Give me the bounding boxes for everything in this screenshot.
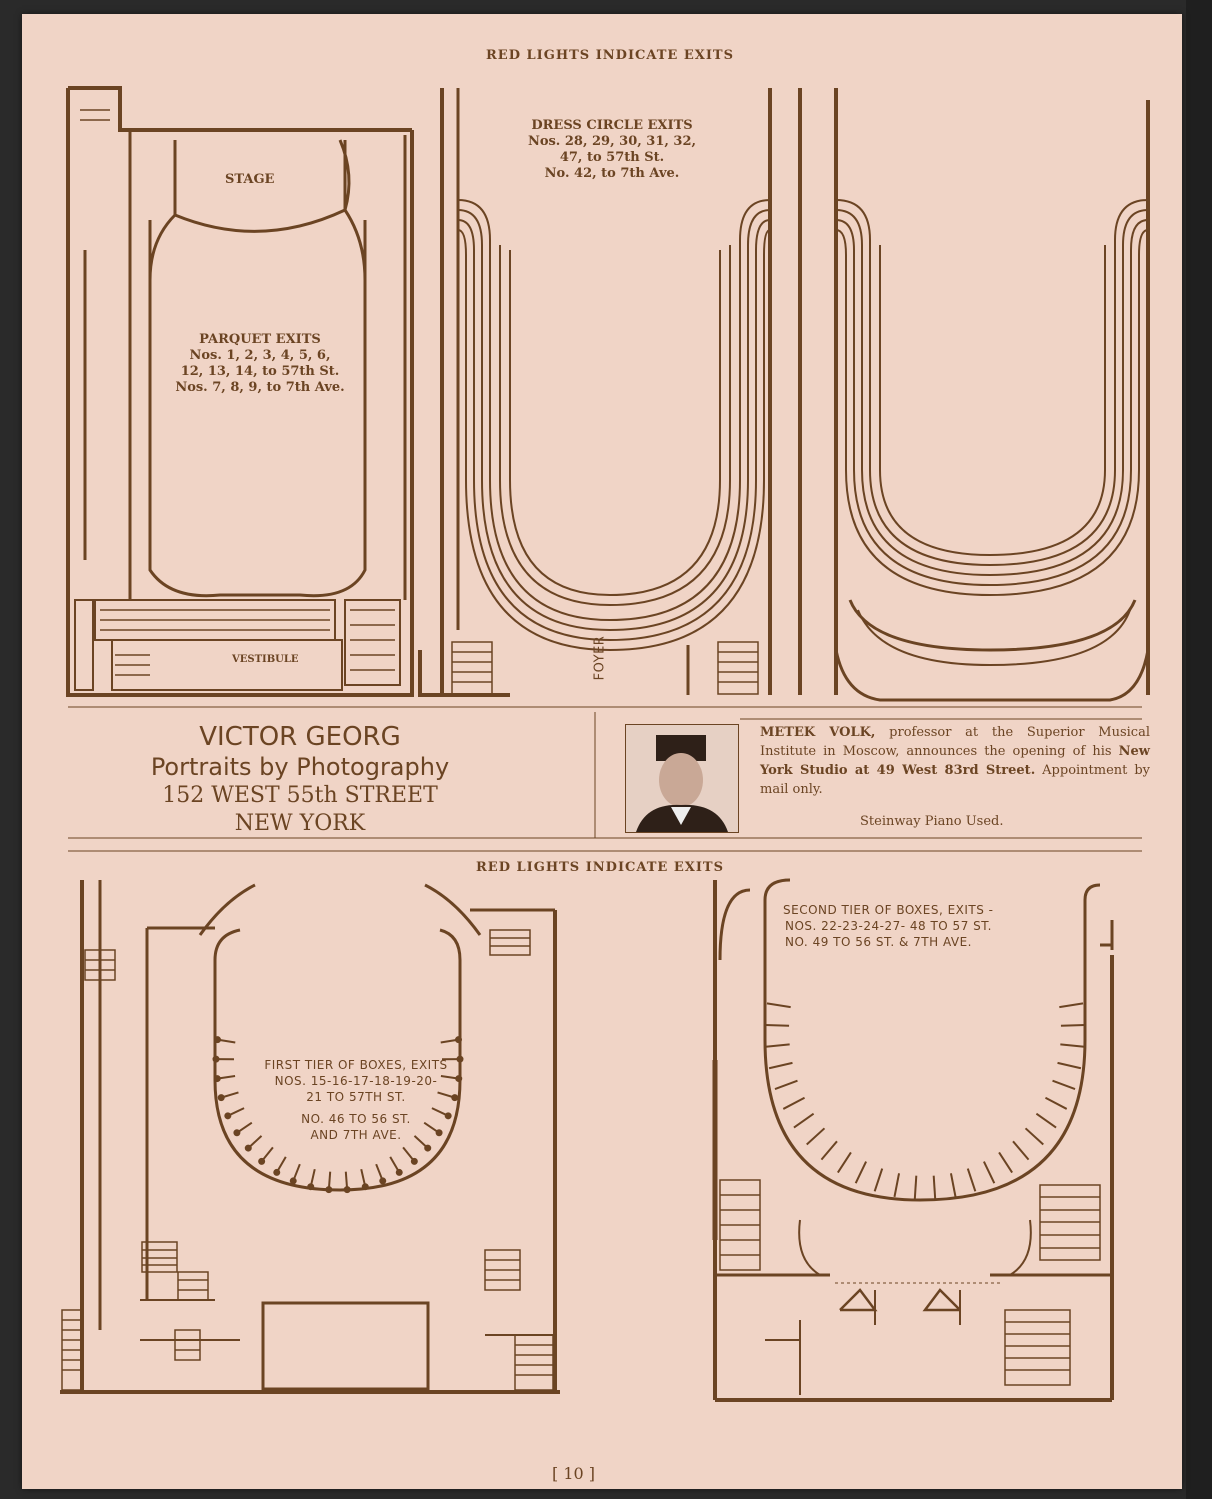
- first-tier-line1: FIRST TIER OF BOXES, EXITS: [264, 1058, 448, 1072]
- top-header: RED LIGHTS INDICATE EXITS: [486, 48, 734, 63]
- dress-circle-line1: Nos. 28, 29, 30, 31, 32,: [527, 134, 697, 149]
- dress-circle-stairs: [451, 641, 759, 695]
- first-tier-stairs: [61, 929, 554, 1391]
- parquet-line3: Nos. 7, 8, 9, to 7th Ave.: [175, 380, 345, 395]
- volk-ad: METEK VOLK, professor at the Superior Mu…: [760, 723, 1150, 799]
- victor-georg-ad: VICTOR GEORG Portraits by Photography 15…: [135, 722, 465, 838]
- first-tier-line5: AND 7TH AVE.: [310, 1128, 402, 1142]
- first-tier-line4: NO. 46 TO 56 ST.: [301, 1112, 411, 1126]
- second-tier-boxes: [765, 1002, 1085, 1200]
- victor-address: 152 WEST 55th STREET: [162, 783, 438, 808]
- portrait-photo: [625, 724, 739, 833]
- parquet-exits-block: PARQUET EXITS Nos. 1, 2, 3, 4, 5, 6, 12,…: [160, 332, 360, 396]
- first-tier-boxes: [212, 1036, 464, 1194]
- dress-circle-line3: No. 42, to 7th Ave.: [544, 166, 680, 181]
- separators: [68, 706, 1142, 852]
- page-number: [ 10 ]: [552, 1464, 596, 1483]
- second-tier-block: SECOND TIER OF BOXES, EXITS - NOS. 22-23…: [783, 902, 1083, 950]
- second-tier-stairs: [719, 1179, 1101, 1395]
- parquet-title: PARQUET EXITS: [199, 332, 321, 347]
- first-tier-line3: 21 TO 57TH ST.: [306, 1090, 406, 1104]
- steinway-note: Steinway Piano Used.: [860, 814, 1004, 829]
- background-strip: [1186, 0, 1212, 1499]
- second-tier-plan: [712, 878, 1114, 1402]
- volk-studio: New York Studio at 49 West 83rd Street.: [760, 744, 1150, 778]
- middle-header: RED LIGHTS INDICATE EXITS: [476, 860, 724, 875]
- dress-circle-rows: [457, 199, 771, 652]
- dress-circle-block: DRESS CIRCLE EXITS Nos. 28, 29, 30, 31, …: [512, 118, 712, 182]
- dress-circle-plan: [418, 88, 772, 697]
- foyer-label: FOYER: [592, 635, 608, 681]
- parquet-plan: [66, 86, 414, 697]
- first-tier-block: FIRST TIER OF BOXES, EXITS NOS. 15-16-17…: [256, 1057, 456, 1143]
- parquet-stairs: [80, 109, 395, 676]
- victor-city: NEW YORK: [234, 811, 366, 836]
- second-tier-line1: SECOND TIER OF BOXES, EXITS -: [783, 903, 994, 917]
- parquet-line2: 12, 13, 14, to 57th St.: [180, 364, 340, 379]
- volk-name: METEK VOLK,: [760, 725, 876, 740]
- program-page: [22, 14, 1182, 1489]
- upper-rows: [835, 199, 1149, 667]
- first-tier-line2: NOS. 15-16-17-18-19-20-: [274, 1074, 438, 1088]
- volk-text2: Appointment by mail only.: [760, 763, 1150, 797]
- second-tier-line2: NOS. 22-23-24-27- 48 TO 57 ST.: [785, 919, 992, 933]
- victor-tagline: Portraits by Photography: [150, 753, 450, 781]
- vestibule-label: VESTIBULE: [232, 654, 299, 665]
- victor-name: VICTOR GEORG: [199, 722, 401, 752]
- dress-circle-title: DRESS CIRCLE EXITS: [531, 118, 693, 133]
- parquet-line1: Nos. 1, 2, 3, 4, 5, 6,: [189, 348, 331, 363]
- volk-text1: professor at the Superior Musical Instit…: [760, 725, 1150, 759]
- stage-label: STAGE: [225, 172, 275, 187]
- first-tier-plan: [60, 880, 560, 1394]
- upper-plan: [798, 88, 1150, 702]
- second-tier-line3: NO. 49 TO 56 ST. & 7TH AVE.: [785, 935, 972, 949]
- dress-circle-line2: 47, to 57th St.: [559, 150, 665, 165]
